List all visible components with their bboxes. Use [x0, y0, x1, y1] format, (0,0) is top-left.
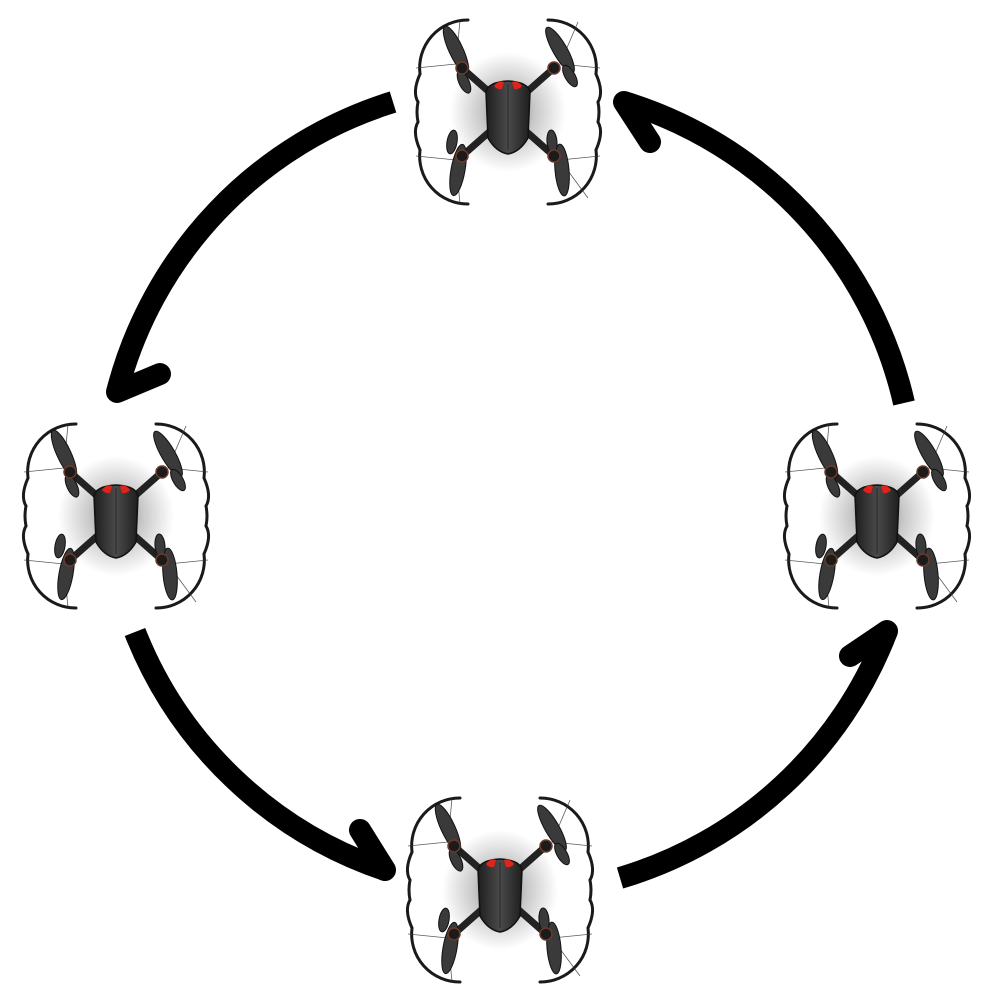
- drone-node-left: [16, 416, 216, 616]
- arrow-head-right-to-top: [613, 91, 661, 153]
- drone-node-bottom: [400, 790, 600, 990]
- arrow-left-to-bottom: [124, 627, 389, 881]
- drone-node-right: [777, 416, 977, 616]
- arrow-head-bottom-to-right: [839, 620, 898, 667]
- arrow-right-to-top: [620, 91, 915, 406]
- arrow-top-to-left: [106, 91, 397, 395]
- drone-node-top: [408, 12, 608, 212]
- cycle-arrows: [106, 91, 915, 889]
- arrow-head-top-to-left: [106, 363, 171, 403]
- arrow-bottom-to-right: [616, 627, 898, 889]
- arrow-head-left-to-bottom: [349, 819, 396, 881]
